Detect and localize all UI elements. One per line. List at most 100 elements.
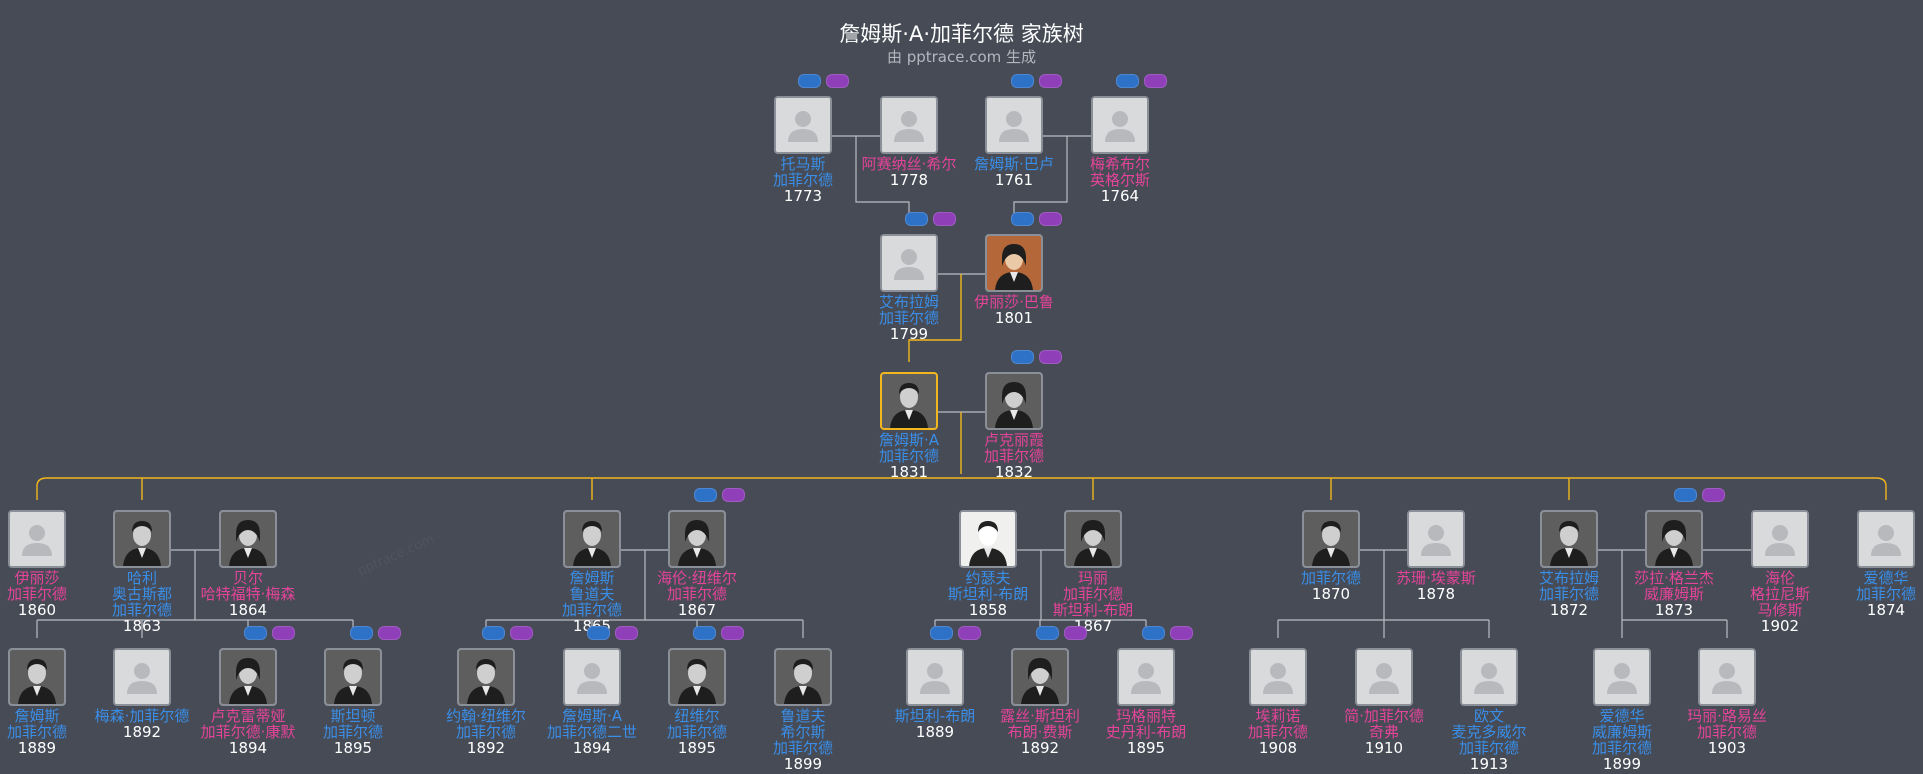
avatar-photo[interactable]	[1064, 510, 1122, 568]
avatar-placeholder[interactable]	[880, 234, 938, 292]
avatar-placeholder[interactable]	[1355, 648, 1413, 706]
avatar-photo[interactable]	[668, 510, 726, 568]
expand-children-button[interactable]	[721, 626, 744, 640]
expand-children-button[interactable]	[1039, 350, 1062, 364]
avatar-photo[interactable]	[457, 648, 515, 706]
avatar-photo[interactable]	[959, 510, 1017, 568]
avatar-photo[interactable]	[219, 648, 277, 706]
expand-children-button[interactable]	[958, 626, 981, 640]
expand-children-button[interactable]	[933, 212, 956, 226]
avatar-photo[interactable]	[8, 648, 66, 706]
expand-parents-button[interactable]	[1142, 626, 1165, 640]
avatar-photo[interactable]	[1302, 510, 1360, 568]
avatar-placeholder[interactable]	[1117, 648, 1175, 706]
avatar-photo[interactable]	[113, 510, 171, 568]
avatar-photo[interactable]	[1540, 510, 1598, 568]
avatar-photo[interactable]	[985, 234, 1043, 292]
avatar-placeholder[interactable]	[1593, 648, 1651, 706]
expand-children-button[interactable]	[826, 74, 849, 88]
person-card-jamesr[interactable]: 詹姆斯鲁道夫加菲尔德1865	[532, 510, 652, 634]
expand-children-button[interactable]	[1170, 626, 1193, 640]
expand-parents-button[interactable]	[587, 626, 610, 640]
avatar-photo[interactable]	[1645, 510, 1703, 568]
avatar-photo[interactable]	[1011, 648, 1069, 706]
expand-parents-button[interactable]	[482, 626, 505, 640]
avatar-placeholder[interactable]	[563, 648, 621, 706]
avatar-placeholder[interactable]	[985, 96, 1043, 154]
expand-parents-button[interactable]	[1674, 488, 1697, 502]
expand-parents-button[interactable]	[1011, 74, 1034, 88]
avatar-photo[interactable]	[324, 648, 382, 706]
expand-children-button[interactable]	[1064, 626, 1087, 640]
expand-children-button[interactable]	[378, 626, 401, 640]
avatar-placeholder[interactable]	[1460, 648, 1518, 706]
avatar-placeholder[interactable]	[8, 510, 66, 568]
expand-parents-button[interactable]	[930, 626, 953, 640]
avatar-placeholder[interactable]	[1249, 648, 1307, 706]
expand-parents-button[interactable]	[694, 488, 717, 502]
avatar-placeholder[interactable]	[880, 96, 938, 154]
expand-parents-button[interactable]	[350, 626, 373, 640]
expand-children-button[interactable]	[1039, 212, 1062, 226]
avatar-placeholder[interactable]	[1751, 510, 1809, 568]
expand-parents-button[interactable]	[693, 626, 716, 640]
avatar-photo[interactable]	[668, 648, 726, 706]
avatar-placeholder[interactable]	[113, 648, 171, 706]
expand-parents-button[interactable]	[798, 74, 821, 88]
avatar-photo[interactable]	[880, 372, 938, 430]
expand-parents-button[interactable]	[1116, 74, 1139, 88]
avatar-photo[interactable]	[219, 510, 277, 568]
avatar-placeholder[interactable]	[906, 648, 964, 706]
expand-children-button[interactable]	[510, 626, 533, 640]
expand-parents-button[interactable]	[1036, 626, 1059, 640]
avatar-placeholder[interactable]	[1857, 510, 1915, 568]
avatar-photo[interactable]	[985, 372, 1043, 430]
expand-parents-button[interactable]	[1011, 350, 1034, 364]
expand-children-button[interactable]	[615, 626, 638, 640]
expand-children-button[interactable]	[1039, 74, 1062, 88]
avatar-photo[interactable]	[774, 648, 832, 706]
expand-children-button[interactable]	[1702, 488, 1725, 502]
expand-parents-button[interactable]	[905, 212, 928, 226]
expand-children-button[interactable]	[272, 626, 295, 640]
avatar-placeholder[interactable]	[1407, 510, 1465, 568]
expand-parents-button[interactable]	[1011, 212, 1034, 226]
avatar-photo[interactable]	[563, 510, 621, 568]
expand-children-button[interactable]	[1144, 74, 1167, 88]
avatar-placeholder[interactable]	[774, 96, 832, 154]
avatar-placeholder[interactable]	[1698, 648, 1756, 706]
